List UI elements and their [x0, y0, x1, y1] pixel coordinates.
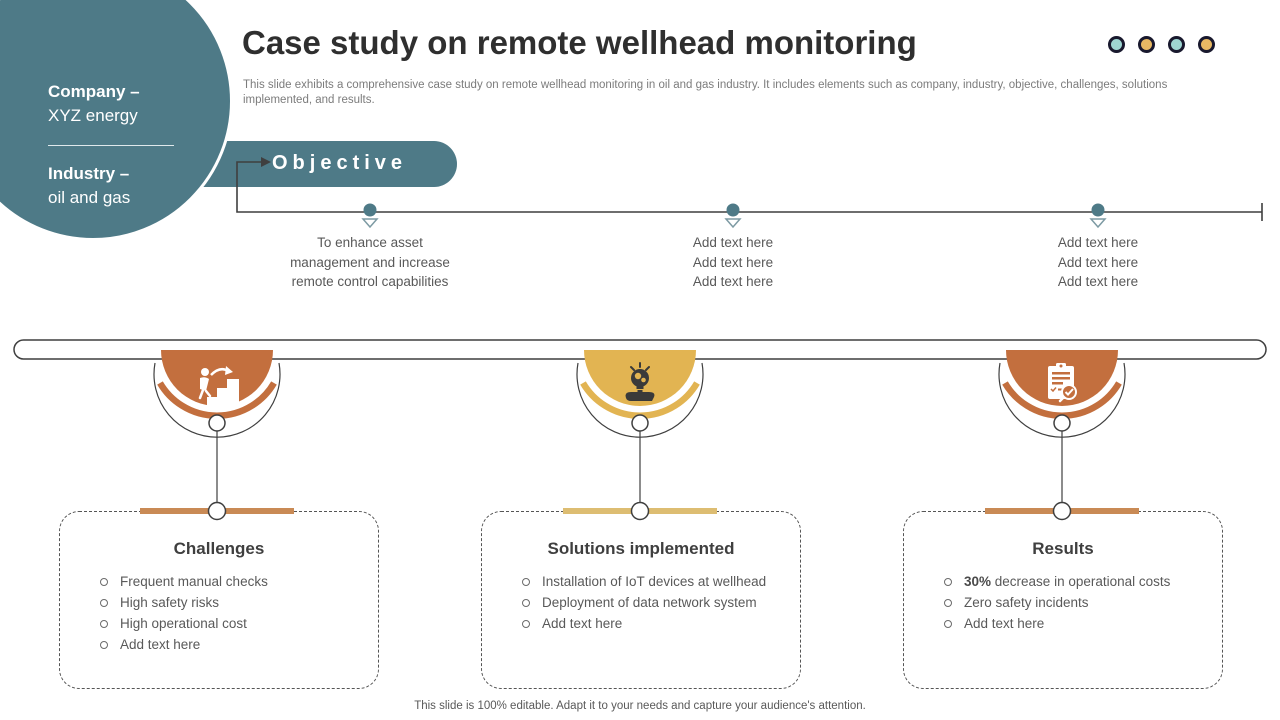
decorative-dots	[1108, 36, 1215, 53]
company-circle: Company – XYZ energy Industry – oil and …	[0, 0, 233, 241]
page-title: Case study on remote wellhead monitoring	[242, 24, 917, 61]
industry-value: oil and gas	[48, 188, 131, 207]
checklist-review-icon	[1048, 363, 1077, 403]
dot-teal-icon	[1168, 36, 1185, 53]
list-item: 30% decrease in operational costs	[942, 571, 1204, 592]
challenges-title: Challenges	[173, 539, 265, 558]
list-item: Installation of IoT devices at wellhead	[520, 571, 782, 592]
challenges-box: Challenges Frequent manual checks High s…	[59, 511, 379, 689]
list-item: Frequent manual checks	[98, 571, 360, 592]
company-label: Company –	[48, 82, 140, 101]
company-value: XYZ energy	[48, 106, 138, 125]
timeline-node-markers	[361, 203, 1107, 229]
results-title: Results	[1032, 539, 1094, 558]
dot-orange-icon	[1198, 36, 1215, 53]
solutions-box: Solutions implemented Installation of Io…	[481, 511, 801, 689]
results-list: 30% decrease in operational costs Zero s…	[904, 571, 1222, 634]
challenges-list: Frequent manual checks High safety risks…	[60, 571, 378, 655]
results-box: Results 30% decrease in operational cost…	[903, 511, 1223, 689]
solutions-list: Installation of IoT devices at wellhead …	[482, 571, 800, 634]
industry-label: Industry –	[48, 164, 130, 183]
objective-label: Objective	[272, 152, 408, 174]
company-info: Company – XYZ energy Industry – oil and …	[48, 80, 198, 210]
editable-note: This slide is 100% editable. Adapt it to…	[414, 700, 866, 712]
list-item: High operational cost	[98, 613, 360, 634]
idea-hand-bulb-icon	[625, 362, 655, 401]
challenges-badge	[140, 350, 294, 521]
dot-teal-icon	[1108, 36, 1125, 53]
solutions-title: Solutions implemented	[547, 539, 735, 558]
ribbon-bar	[13, 339, 1267, 360]
divider	[48, 145, 174, 146]
results-badge	[985, 350, 1139, 521]
objective-node-placeholder[interactable]: Add text here Add text here Add text her…	[692, 235, 774, 289]
dot-orange-icon	[1138, 36, 1155, 53]
person-climbing-stairs-icon	[198, 366, 239, 406]
objective-node-placeholder[interactable]: Add text here Add text here Add text her…	[1057, 235, 1139, 289]
slide-description: This slide exhibits a comprehensive case…	[243, 79, 1168, 106]
list-item: Zero safety incidents	[942, 592, 1204, 613]
list-item: Deployment of data network system	[520, 592, 782, 613]
list-item: High safety risks	[98, 592, 360, 613]
list-item-placeholder[interactable]: Add text here	[98, 634, 360, 655]
list-item-placeholder[interactable]: Add text here	[942, 613, 1204, 634]
solutions-badge	[563, 350, 717, 521]
list-item-placeholder[interactable]: Add text here	[520, 613, 782, 634]
objective-node-text: To enhance asset management and increase…	[290, 235, 450, 289]
